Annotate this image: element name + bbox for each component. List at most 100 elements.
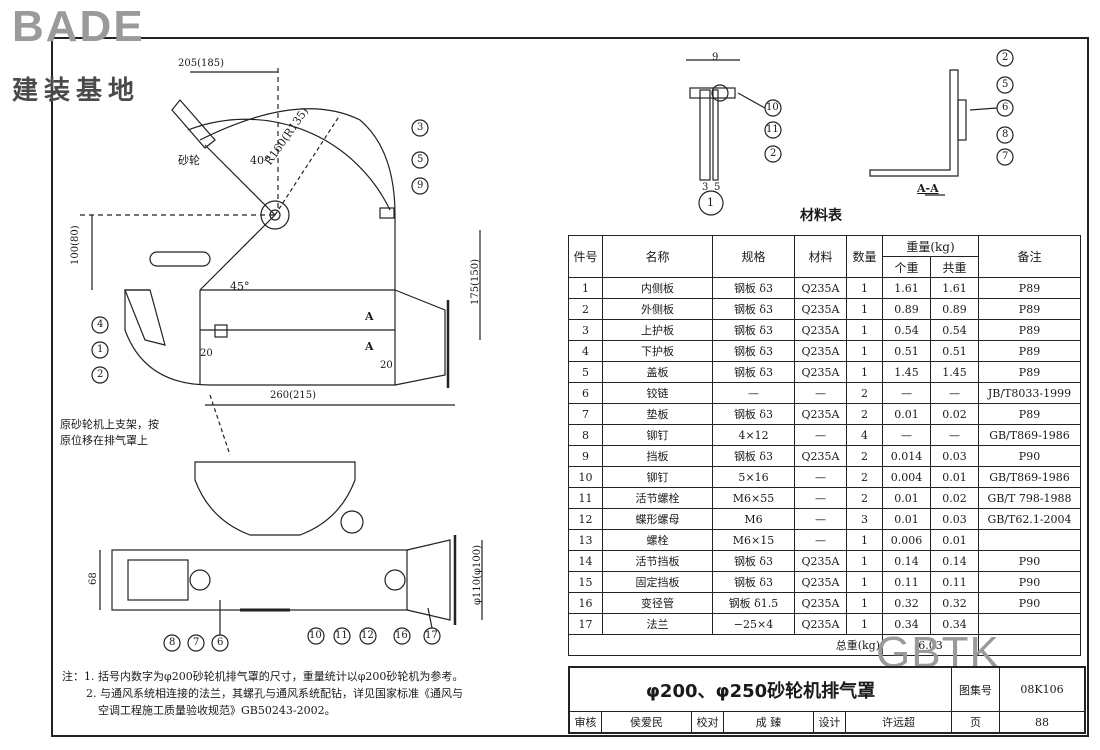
callout-bottom: 12 xyxy=(361,630,374,641)
callout-bottom: 7 xyxy=(193,637,200,648)
cell-material: Q235A xyxy=(794,298,847,320)
cell-no: 16 xyxy=(568,592,603,614)
cell-material: — xyxy=(794,382,847,404)
cell-no: 15 xyxy=(568,571,603,593)
cell-remark: P90 xyxy=(978,550,1081,572)
dim-bottom: 260(215) xyxy=(270,390,316,401)
cell-remark: P89 xyxy=(978,403,1081,425)
cell-total: 1.45 xyxy=(930,361,979,383)
cell-material: Q235A xyxy=(794,592,847,614)
cell-remark: P89 xyxy=(978,361,1081,383)
cell-remark: P90 xyxy=(978,445,1081,467)
cell-qty: 1 xyxy=(846,361,883,383)
housing-arc xyxy=(187,118,391,211)
cell-name: 铰链 xyxy=(602,382,713,404)
cell-qty: 2 xyxy=(846,466,883,488)
cell-spec: 钢板 δ3 xyxy=(712,319,795,341)
cell-spec: 钢板 δ3 xyxy=(712,340,795,362)
cell-unit: 0.01 xyxy=(882,403,931,425)
dim-5: 5 xyxy=(714,182,721,193)
callout-main: 9 xyxy=(417,180,424,191)
cell-unit: 0.32 xyxy=(882,592,931,614)
cell-unit: 0.01 xyxy=(882,487,931,509)
callout-section: 6 xyxy=(1002,102,1009,113)
cell-spec: 钢板 δ3 xyxy=(712,445,795,467)
callout-detail: 2 xyxy=(770,148,777,159)
callout-main: 1 xyxy=(97,344,104,355)
cell-name: 蝶形螺母 xyxy=(602,508,713,530)
housing-outline xyxy=(124,108,396,386)
cell-qty: 1 xyxy=(846,571,883,593)
cell-name: 内侧板 xyxy=(602,277,713,299)
cell-total: 0.14 xyxy=(930,550,979,572)
callout-main: 5 xyxy=(417,154,424,165)
cell-remark: GB/T869-1986 xyxy=(978,466,1081,488)
cell-no: 12 xyxy=(568,508,603,530)
callout-main: 2 xyxy=(97,369,104,380)
total-weight-value: 6.03 xyxy=(882,634,979,656)
cell-material: Q235A xyxy=(794,361,847,383)
cell-no: 2 xyxy=(568,298,603,320)
callout-detail: 10 xyxy=(766,102,779,113)
cell-material: — xyxy=(794,487,847,509)
callout-bottom: 11 xyxy=(335,630,348,641)
brand-subtitle: 建装基地 xyxy=(12,76,141,106)
cell-no: 8 xyxy=(568,424,603,446)
dim-3: 3 xyxy=(702,182,709,193)
cell-material: — xyxy=(794,508,847,530)
cell-total: 0.02 xyxy=(930,487,979,509)
cell-remark: P89 xyxy=(978,319,1081,341)
cell-total: — xyxy=(930,382,979,404)
section-title: A-A xyxy=(917,182,939,195)
dim-left: 100(80) xyxy=(70,225,81,265)
cell-name: 外侧板 xyxy=(602,298,713,320)
cell-name: 挡板 xyxy=(602,445,713,467)
dim-right: 175(150) xyxy=(470,259,481,305)
cell-qty: 1 xyxy=(846,550,883,572)
col-header-material: 材料 xyxy=(794,235,847,278)
cell-total: 0.03 xyxy=(930,445,979,467)
materials-title: 材料表 xyxy=(800,208,842,224)
cell-total: 0.03 xyxy=(930,508,979,530)
cell-total: 0.89 xyxy=(930,298,979,320)
cell-unit: — xyxy=(882,424,931,446)
cell-no: 14 xyxy=(568,550,603,572)
cell-material: Q235A xyxy=(794,445,847,467)
label-angle45: 45° xyxy=(230,280,250,293)
cell-qty: 1 xyxy=(846,592,883,614)
cell-qty: 2 xyxy=(846,403,883,425)
cell-name: 上护板 xyxy=(602,319,713,341)
cell-spec: M6×15 xyxy=(712,529,795,551)
cell-name: 活节挡板 xyxy=(602,550,713,572)
cell-qty: 1 xyxy=(846,340,883,362)
note-item: 空调工程施工质量验收规范》GB50243-2002。 xyxy=(98,704,336,717)
col-header-total: 共重 xyxy=(930,256,979,278)
cell-unit: 0.006 xyxy=(882,529,931,551)
col-header-unit: 个重 xyxy=(882,256,931,278)
detail-number: 1 xyxy=(707,196,714,209)
callout-bottom: 6 xyxy=(217,637,224,648)
cell-total: 0.01 xyxy=(930,466,979,488)
cell-qty: 2 xyxy=(846,445,883,467)
design-label: 设计 xyxy=(814,712,846,732)
cell-name: 铆钉 xyxy=(602,466,713,488)
cell-total: 0.02 xyxy=(930,403,979,425)
cell-name: 铆钉 xyxy=(602,424,713,446)
cell-spec: 5×16 xyxy=(712,466,795,488)
dim-20a: 20 xyxy=(200,348,213,359)
cell-unit: — xyxy=(882,382,931,404)
cell-no: 4 xyxy=(568,340,603,362)
cell-remark: GB/T869-1986 xyxy=(978,424,1081,446)
cell-qty: 1 xyxy=(846,529,883,551)
col-header-no: 件号 xyxy=(568,235,603,278)
